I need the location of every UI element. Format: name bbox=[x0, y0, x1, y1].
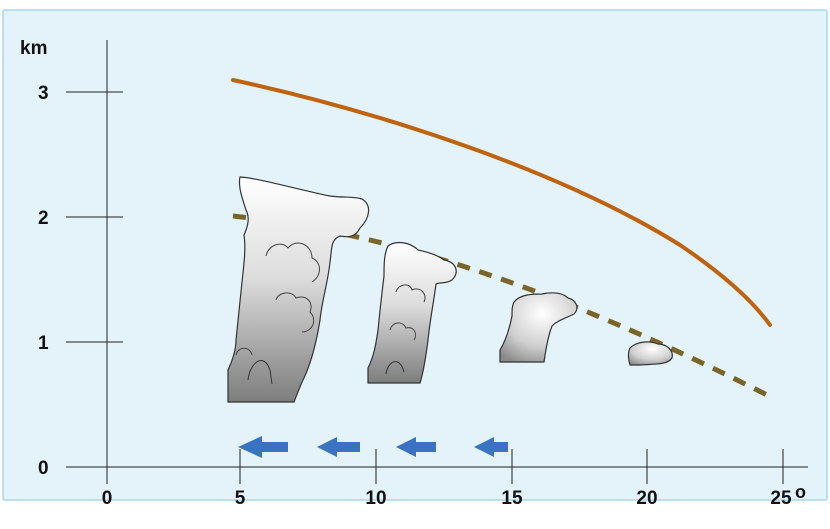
x-tick-label-20: 20 bbox=[636, 488, 657, 509]
x-tick-label-0: 0 bbox=[102, 488, 113, 509]
large-cloud-detail-4 bbox=[235, 347, 253, 356]
tiny-cloud bbox=[627, 341, 673, 366]
arrow-2-icon bbox=[317, 437, 360, 457]
arrow-3 bbox=[396, 437, 436, 457]
small-cloud-body bbox=[499, 292, 578, 363]
large-anvil-cloud-body bbox=[227, 176, 370, 403]
small-cloud bbox=[499, 292, 578, 363]
degree-symbol: o bbox=[795, 482, 806, 502]
arrow-3-icon bbox=[396, 437, 436, 457]
medium-cloud bbox=[367, 241, 457, 384]
large-cloud-detail-2 bbox=[275, 292, 315, 333]
solid-curve bbox=[231, 78, 772, 327]
x-tick-label-5: 5 bbox=[235, 488, 246, 509]
x-tick-label-25: 25 bbox=[770, 488, 792, 509]
tiny-cloud-body bbox=[627, 341, 673, 366]
y-tick-label-0: 0 bbox=[38, 458, 49, 479]
arrow-2 bbox=[317, 437, 360, 457]
y-axis-unit: km bbox=[20, 38, 47, 59]
y-tick-label-1: 1 bbox=[38, 333, 49, 354]
medium-cloud-detail bbox=[395, 284, 426, 303]
x-tick-label-10: 10 bbox=[365, 488, 386, 509]
large-cloud-detail-3 bbox=[247, 360, 273, 385]
medium-cloud-detail-3 bbox=[385, 361, 405, 375]
arrow-4 bbox=[474, 437, 508, 457]
x-tick-label-15: 15 bbox=[501, 488, 523, 509]
medium-cloud-body bbox=[367, 241, 457, 384]
large-anvil-cloud bbox=[227, 176, 370, 403]
y-tick-label-2: 2 bbox=[38, 208, 49, 229]
arrow-1 bbox=[238, 436, 288, 458]
large-cloud-detail bbox=[265, 242, 320, 283]
y-tick-label-3: 3 bbox=[38, 83, 49, 104]
medium-cloud-detail-2 bbox=[389, 322, 417, 341]
arrow-4-icon bbox=[474, 437, 508, 457]
arrow-1-icon bbox=[238, 436, 288, 458]
